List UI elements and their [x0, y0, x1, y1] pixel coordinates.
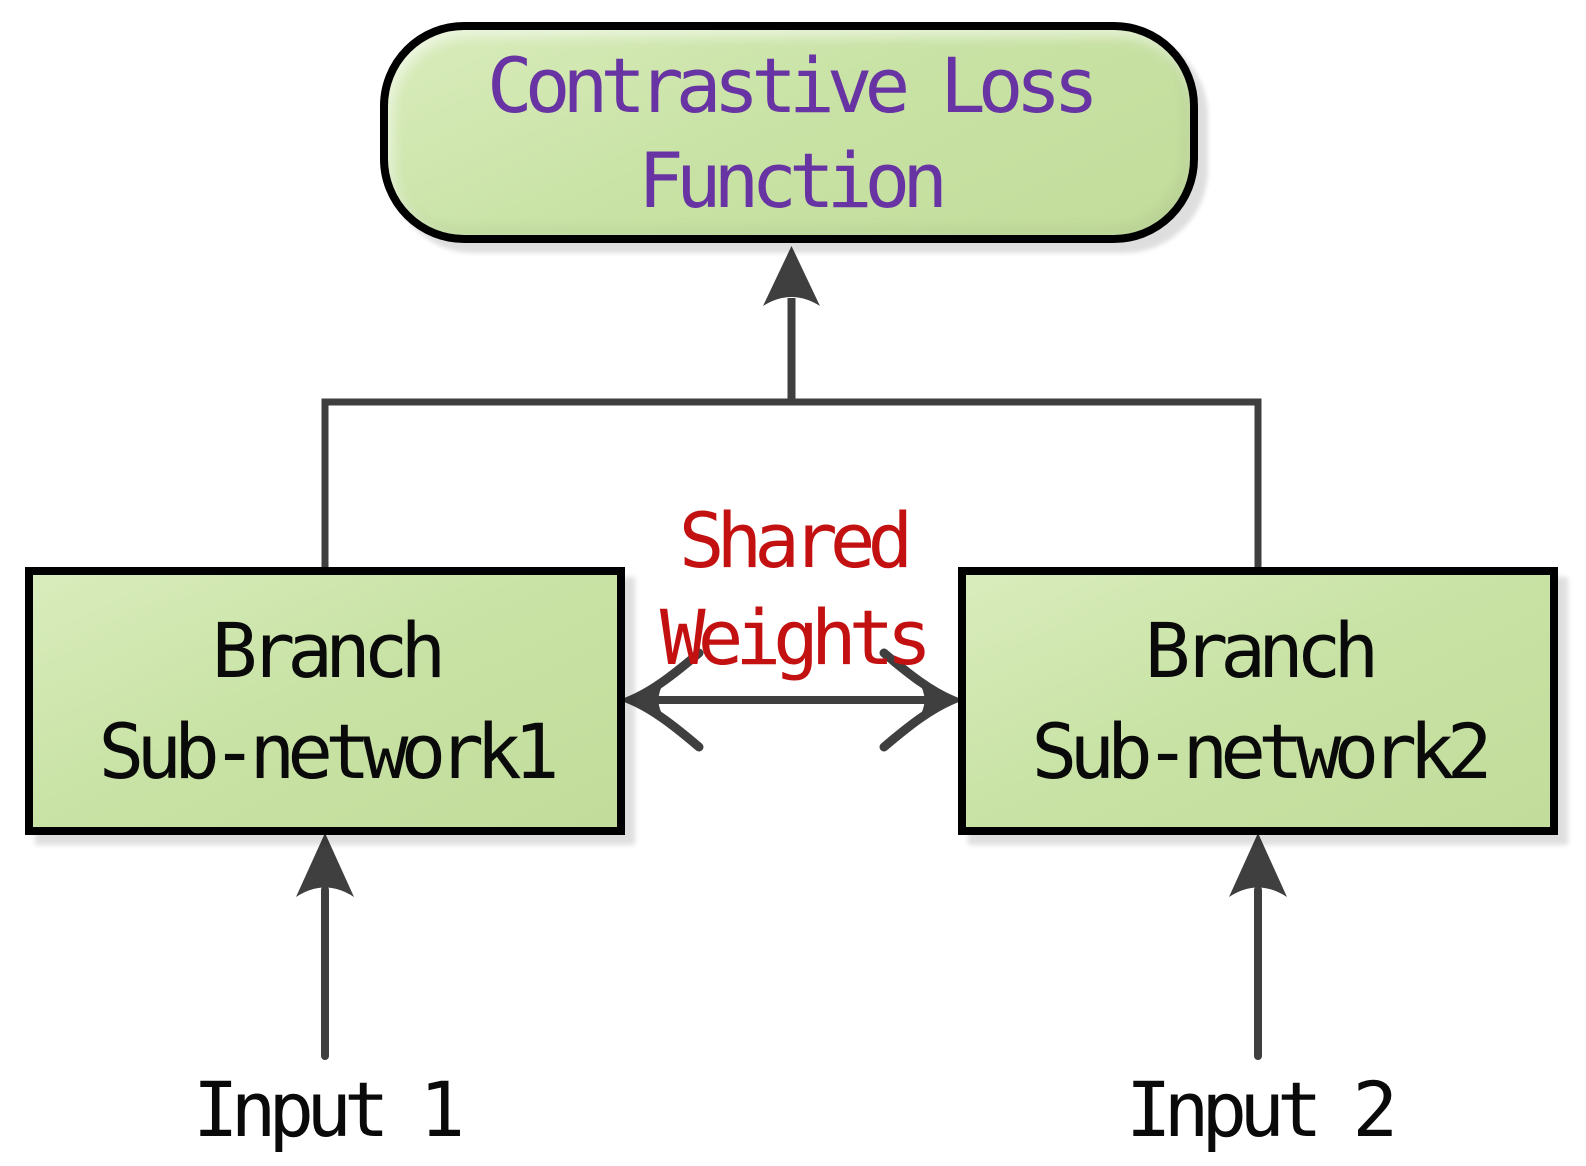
branch1-label-line1: Branch [211, 606, 447, 695]
branch-sub-network2-box: Branch Sub-network2 [958, 567, 1558, 835]
branch-sub-network1-box: Branch Sub-network1 [25, 567, 625, 835]
input2-arrowhead-up-icon [1229, 833, 1287, 897]
shared-weights-right-tip-icon [918, 681, 956, 719]
branch2-label-line1: Branch [1144, 606, 1380, 695]
loss-arrowhead-up-icon [763, 246, 820, 306]
shared-weights-double-arrow [619, 648, 964, 752]
branch2-label-line2: Sub-network2 [1031, 707, 1492, 796]
branch1-label-line2: Sub-network1 [98, 707, 559, 796]
shared-weights-label-line1: Shared [678, 496, 914, 585]
loss-box-label-line2: Function [637, 135, 948, 225]
shared-weights-label-line2: Weights [659, 593, 932, 682]
input1-label: Input 1 [192, 1065, 465, 1154]
input1-arrowhead-up-icon [296, 833, 354, 897]
loss-box-label-line1: Contrastive Loss [486, 40, 1099, 130]
input2-label: Input 2 [1125, 1065, 1398, 1154]
contrastive-loss-function-box: Contrastive Loss Function [380, 22, 1198, 243]
shared-weights-label: Shared Weights [592, 492, 992, 686]
shared-weights-left-tip-icon [627, 681, 665, 719]
